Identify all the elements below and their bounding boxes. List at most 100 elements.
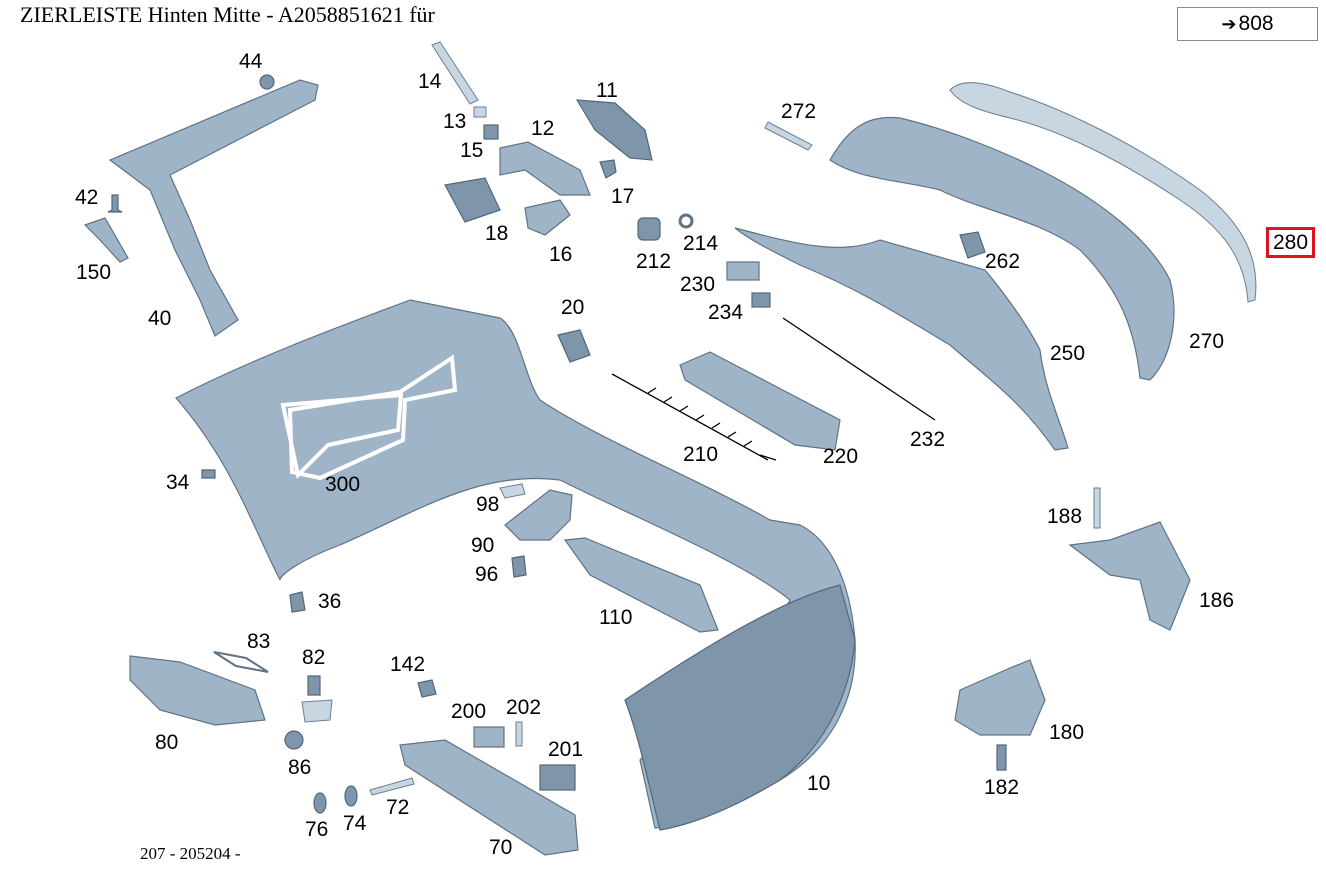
part-label-16[interactable]: 16	[549, 243, 573, 266]
part-250-diffuser	[734, 227, 1069, 451]
part-72-bolt	[369, 777, 415, 796]
part-label-142[interactable]: 142	[390, 653, 426, 676]
part-110-reflector-holder	[563, 537, 719, 633]
part-150-cover	[83, 217, 129, 263]
part-214-ring	[678, 213, 694, 229]
part-272-pin	[764, 121, 813, 151]
part-13-nut	[473, 106, 487, 118]
part-label-186[interactable]: 186	[1199, 589, 1235, 612]
part-76-washer	[313, 792, 327, 814]
part-label-34[interactable]: 34	[166, 471, 190, 494]
part-42-screw	[107, 194, 123, 213]
part-label-200[interactable]: 200	[451, 700, 487, 723]
part-82-plate	[301, 699, 333, 723]
reference-number: 808	[1238, 12, 1274, 35]
part-label-82[interactable]: 82	[302, 646, 326, 669]
part-label-98[interactable]: 98	[476, 493, 500, 516]
part-label-214[interactable]: 214	[683, 232, 719, 255]
part-234-connector	[751, 292, 771, 308]
part-label-36[interactable]: 36	[318, 590, 342, 613]
part-40-side-bracket	[108, 79, 319, 337]
part-label-232[interactable]: 232	[910, 428, 946, 451]
part-label-44[interactable]: 44	[239, 50, 263, 73]
part-label-188[interactable]: 188	[1047, 505, 1083, 528]
part-188-pin	[1093, 487, 1101, 529]
part-44-clip	[259, 74, 275, 90]
part-label-300[interactable]: 300	[325, 473, 361, 496]
part-210-ticks	[647, 387, 777, 461]
part-15-sleeve	[483, 124, 499, 140]
part-232-cable	[782, 317, 936, 421]
arrow-right-icon: ➔	[1221, 13, 1237, 34]
part-label-201[interactable]: 201	[548, 738, 584, 761]
part-label-230[interactable]: 230	[680, 273, 716, 296]
part-12-flap	[499, 141, 591, 196]
part-210-bracket-line	[611, 373, 769, 461]
part-label-272[interactable]: 272	[781, 100, 817, 123]
part-11-cover	[575, 99, 653, 161]
reference-link-button[interactable]: ➔ 808	[1177, 7, 1318, 41]
part-10-bumper-end	[624, 584, 856, 831]
part-202-pin	[515, 721, 523, 747]
part-201-module	[539, 764, 576, 791]
part-label-20[interactable]: 20	[561, 296, 585, 319]
part-98-clip	[499, 483, 526, 499]
part-180-exhaust-trim	[954, 659, 1046, 736]
part-96-clip	[511, 555, 527, 578]
part-label-110[interactable]: 110	[599, 606, 633, 629]
part-label-80[interactable]: 80	[155, 731, 179, 754]
part-label-262[interactable]: 262	[985, 250, 1021, 273]
part-label-180[interactable]: 180	[1049, 721, 1085, 744]
part-182-screw	[996, 744, 1007, 771]
part-label-11[interactable]: 11	[596, 79, 618, 102]
part-label-10[interactable]: 10	[807, 772, 831, 795]
part-label-234[interactable]: 234	[708, 301, 744, 324]
part-262-mount	[959, 231, 986, 259]
part-label-18[interactable]: 18	[485, 222, 509, 245]
part-label-202[interactable]: 202	[506, 696, 542, 719]
part-label-86[interactable]: 86	[288, 756, 312, 779]
part-label-70[interactable]: 70	[489, 836, 513, 859]
part-label-210[interactable]: 210	[683, 443, 719, 466]
part-142-clip	[417, 679, 437, 698]
part-74-washer	[344, 785, 358, 807]
part-label-280-highlighted[interactable]: 280	[1266, 227, 1316, 258]
part-label-74[interactable]: 74	[343, 812, 367, 835]
part-17-clip	[599, 159, 617, 179]
part-36-clip	[289, 591, 306, 613]
part-label-13[interactable]: 13	[443, 110, 467, 133]
part-label-220[interactable]: 220	[823, 445, 859, 468]
part-280-trim-strip	[949, 82, 1257, 303]
part-label-83[interactable]: 83	[247, 630, 271, 653]
part-label-15[interactable]: 15	[460, 139, 484, 162]
part-label-12[interactable]: 12	[531, 117, 555, 140]
diagram-footer-code: 207 - 205204 -	[140, 844, 241, 863]
part-220-guide	[679, 351, 841, 451]
part-16-actuator	[524, 199, 571, 236]
part-83-gasket	[213, 651, 269, 673]
part-label-76[interactable]: 76	[305, 818, 329, 841]
page-title: ZIERLEISTE Hinten Mitte - A2058851621 fü…	[20, 2, 435, 27]
part-label-150[interactable]: 150	[76, 261, 112, 284]
part-label-96[interactable]: 96	[475, 563, 499, 586]
part-label-182[interactable]: 182	[984, 776, 1020, 799]
part-label-270[interactable]: 270	[1189, 330, 1225, 353]
part-212-sensor	[637, 217, 661, 241]
part-86-washer	[284, 730, 304, 750]
part-label-250[interactable]: 250	[1050, 342, 1086, 365]
part-300-trim-ring	[287, 354, 458, 481]
part-230-module	[726, 261, 760, 281]
part-70-rail	[399, 739, 579, 856]
part-34-screw	[201, 469, 216, 479]
part-270-trim	[829, 116, 1175, 381]
part-label-14[interactable]: 14	[418, 70, 442, 93]
part-90-bracket	[504, 489, 573, 541]
part-label-17[interactable]: 17	[611, 185, 635, 208]
part-label-40[interactable]: 40	[148, 307, 172, 330]
part-label-212[interactable]: 212	[636, 250, 672, 273]
part-14-rod	[431, 41, 479, 105]
part-label-72[interactable]: 72	[386, 796, 410, 819]
part-label-90[interactable]: 90	[471, 534, 495, 557]
part-label-42[interactable]: 42	[75, 186, 99, 209]
part-186-bracket	[1068, 521, 1191, 631]
